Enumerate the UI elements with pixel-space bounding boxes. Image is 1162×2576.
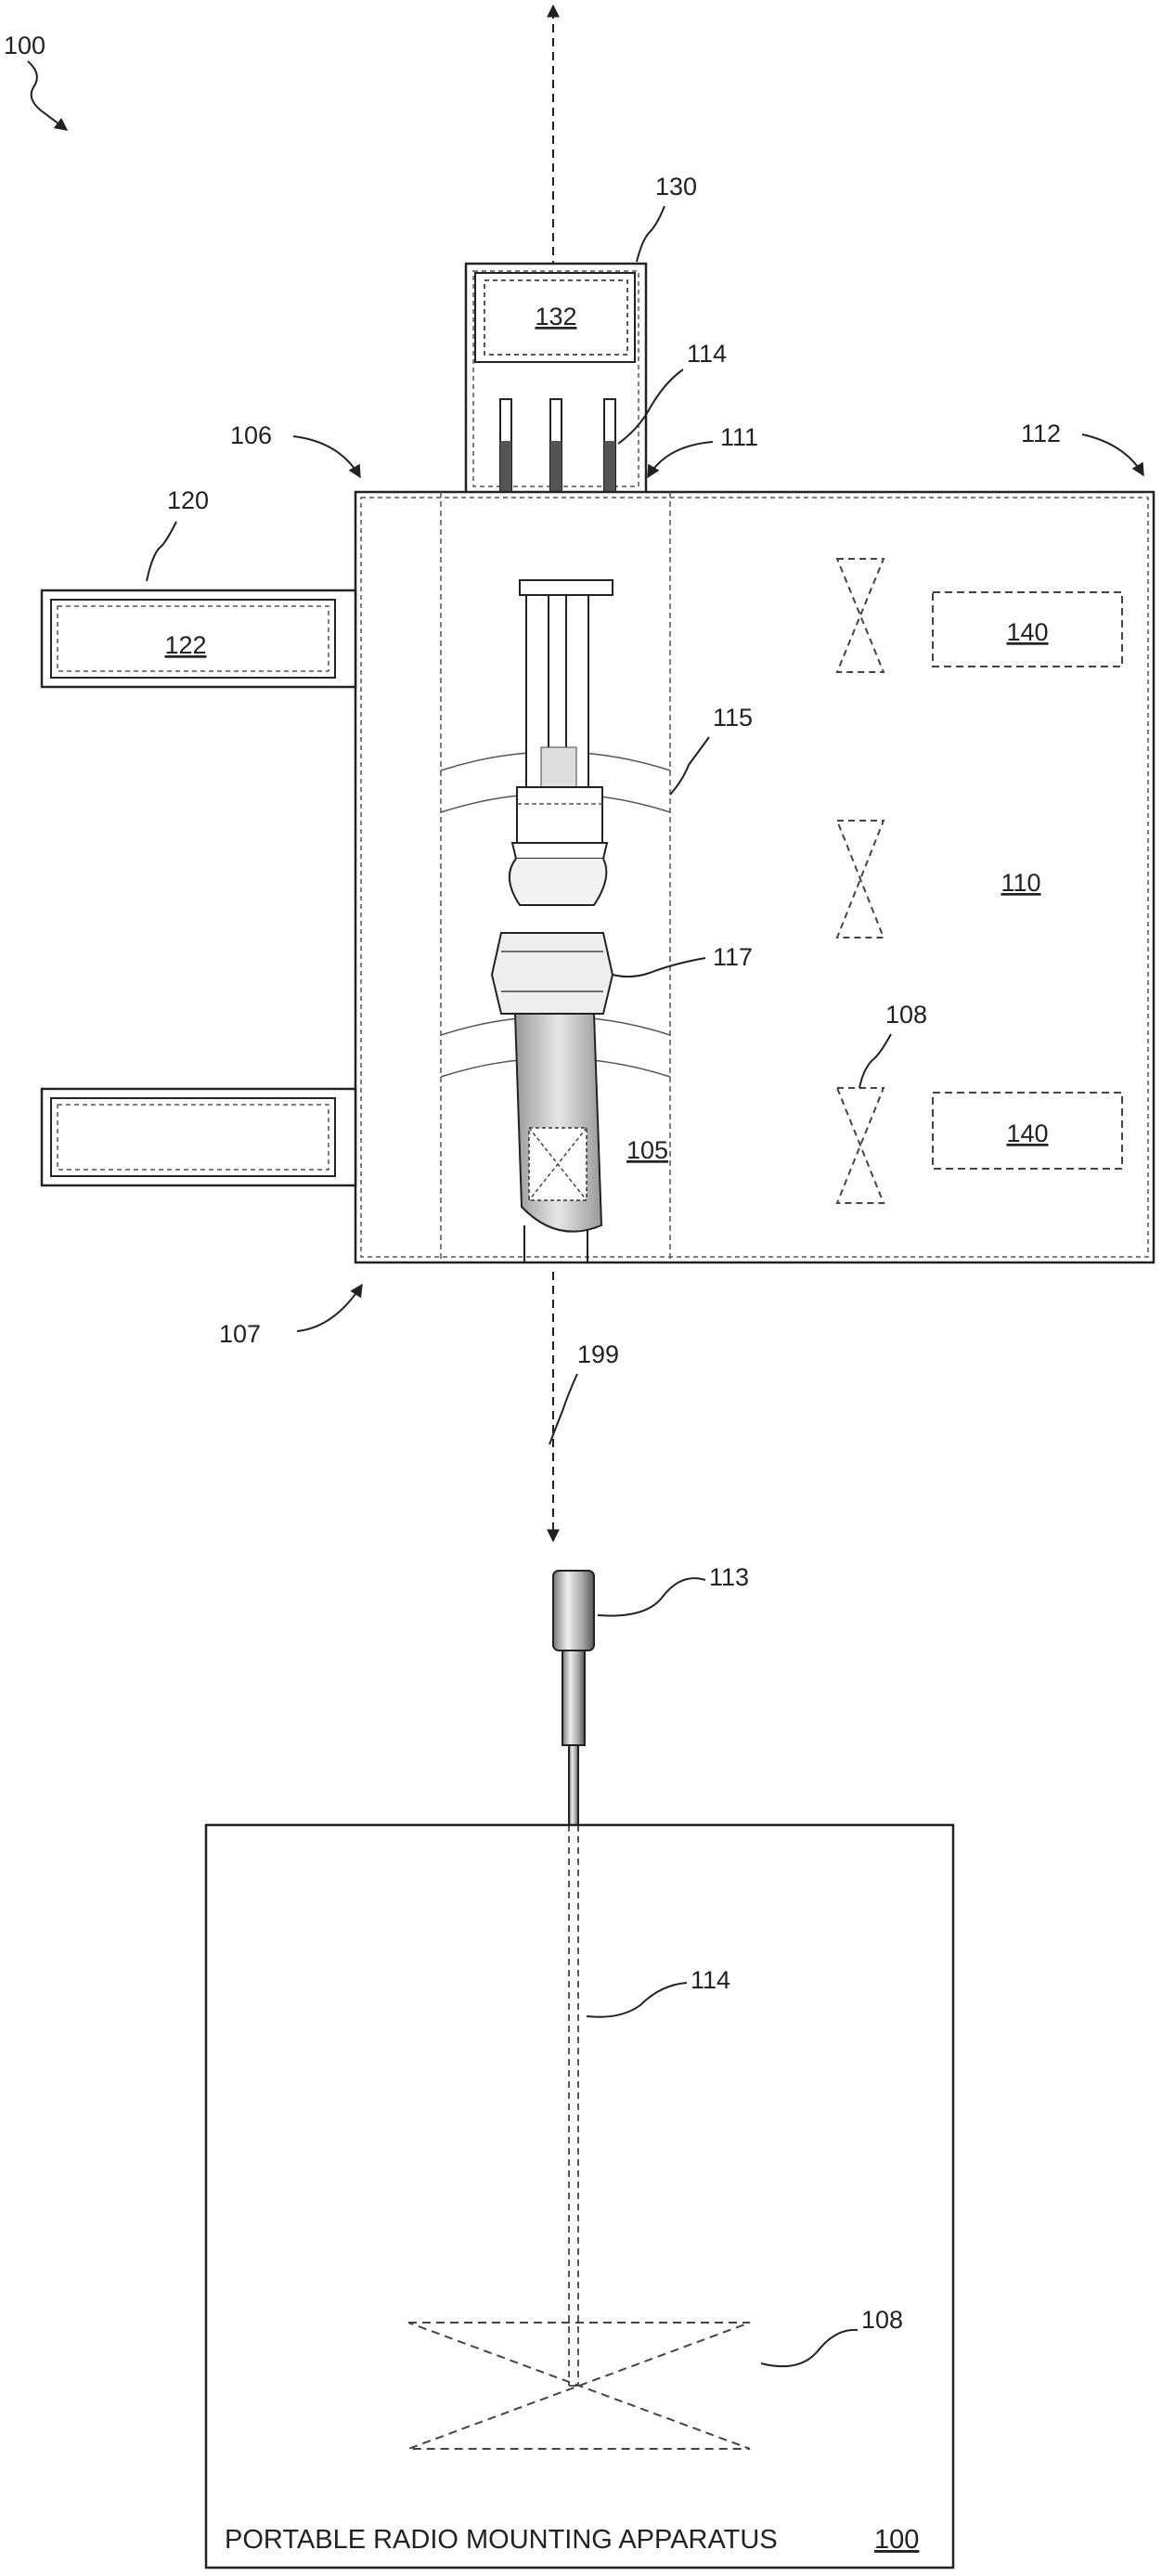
ref-111-arrow bbox=[648, 442, 713, 477]
ref-106-label: 106 bbox=[230, 421, 272, 449]
side-tab-lower bbox=[42, 1089, 355, 1185]
ref-199-label: 199 bbox=[577, 1340, 619, 1368]
figure-reference-100: 100 bbox=[4, 32, 67, 130]
ref-132-label: 132 bbox=[535, 303, 576, 330]
ref-140-upper-label: 140 bbox=[1006, 618, 1048, 646]
ref-130-label: 130 bbox=[655, 173, 697, 201]
ref-107-arrow bbox=[297, 1285, 362, 1331]
caption-text: PORTABLE RADIO MOUNTING APPARATUS bbox=[225, 2525, 778, 2555]
side-tab-120: 122 120 bbox=[42, 486, 355, 687]
ref-130-leader bbox=[637, 206, 665, 262]
ref-110-label: 110 bbox=[1001, 869, 1040, 897]
ref-115-label: 115 bbox=[713, 704, 753, 731]
ref-100-arrow bbox=[28, 61, 67, 130]
ref-120-label: 120 bbox=[167, 486, 209, 514]
side-ref-113-leader bbox=[598, 1578, 705, 1615]
side-ref-108-label: 108 bbox=[861, 2306, 903, 2334]
ref-105-label: 105 bbox=[626, 1136, 668, 1164]
ref-107-label: 107 bbox=[219, 1320, 261, 1348]
ref-114-label: 114 bbox=[687, 340, 727, 368]
ref-140-lower-label: 140 bbox=[1006, 1120, 1048, 1147]
ref-112-label: 112 bbox=[1021, 420, 1061, 447]
ref-111-label: 111 bbox=[720, 423, 758, 451]
side-view-housing: 114 bbox=[206, 1825, 953, 2568]
ref-117-label: 117 bbox=[713, 943, 753, 971]
caption-ref: 100 bbox=[874, 2525, 919, 2555]
side-view-connector: 113 bbox=[553, 1563, 749, 1825]
ref-106-arrow bbox=[293, 436, 360, 477]
ref-100-label: 100 bbox=[4, 32, 45, 59]
ref-112-arrow bbox=[1082, 434, 1143, 475]
ref-122-label: 122 bbox=[164, 631, 206, 659]
ref-120-leader bbox=[147, 522, 176, 581]
side-ref-114-label: 114 bbox=[691, 1966, 730, 1994]
ref-108-label-top: 108 bbox=[885, 1001, 927, 1029]
side-ref-113-label: 113 bbox=[709, 1563, 749, 1591]
